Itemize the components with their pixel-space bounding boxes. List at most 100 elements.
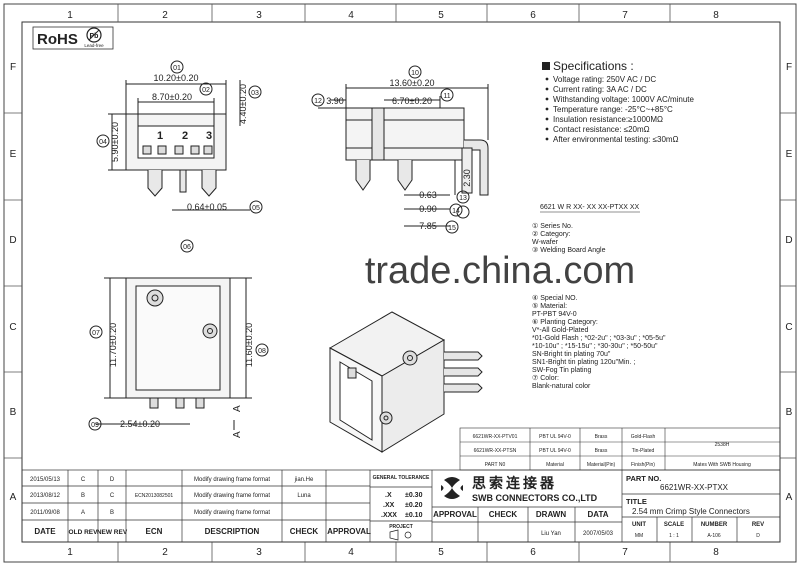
dim-side-h2: 11.60±0.20 <box>244 323 254 367</box>
row-label: F <box>786 62 792 73</box>
material-cell: Tin-Plated <box>632 448 655 454</box>
dim-inner: 6.70±0.20 <box>392 96 432 106</box>
part-code-line: PT-PBT 94V-0 <box>532 311 577 318</box>
part-code-line: SN-Bright tin plating 70u" <box>532 351 611 358</box>
pin-number: 3 <box>206 130 212 142</box>
tolerance-key: .X <box>385 492 392 499</box>
material-header: PART N0 <box>485 462 506 468</box>
tolerance-key: .XX <box>383 502 395 509</box>
approval-block: APPROVAL CHECK DRAWN DATA Liu Yan 2007/0… <box>433 510 614 537</box>
unit-label: UNIT <box>632 522 646 528</box>
revision-table: 2015/05/13 C D Modify drawing frame form… <box>30 477 371 536</box>
spec-item: Withstanding voltage: 1000V AC/minute <box>553 95 695 104</box>
revision-cell: Luna <box>297 493 311 499</box>
dim-pin-width: 0.64±0.05 <box>187 202 227 212</box>
dim-overall-width: 10.20±0.20 <box>154 73 199 83</box>
outer-frame <box>3 3 797 563</box>
tolerance-val: ±0.30 <box>405 492 423 499</box>
company-logo-icon <box>441 477 463 499</box>
revision-cell: 2013/08/12 <box>30 493 61 499</box>
revision-cell: ECN2013082501 <box>135 493 174 499</box>
material-cell: Gold-Flash <box>631 434 656 440</box>
rev-label: REV <box>752 522 764 528</box>
balloon-label: 08 <box>258 348 266 355</box>
drawn-date: 2007/05/03 <box>583 531 614 537</box>
revision-cell: B <box>110 510 114 516</box>
spec-title: Specifications : <box>553 59 634 73</box>
balloon-label: 05 <box>252 205 260 212</box>
revision-cell: 2011/09/08 <box>30 510 60 516</box>
revision-cell: Modify drawing frame format <box>194 493 270 499</box>
front-view-labels: 01 02 03 04 05 10.20±0.20 8.70±0.20 4.40… <box>99 65 260 212</box>
material-cell: Brass <box>595 434 608 440</box>
front-view <box>96 60 263 214</box>
part-code-line: ⑤ Material: <box>532 302 567 310</box>
watermark: trade.china.com <box>365 250 635 292</box>
dim-left: 3.90 <box>326 96 344 106</box>
col-label: 6 <box>530 10 536 21</box>
dim-d3: 7.85 <box>419 221 437 231</box>
spec-item: After environmental testing: ≤30mΩ <box>553 135 679 144</box>
tolerance-val: ±0.20 <box>405 502 423 509</box>
part-code-line: ① Series No. <box>532 222 573 230</box>
part-code: 6621 W R XX- XX XX-PTXX XX <box>540 204 640 211</box>
part-code-line: ③ Welding Board Angle <box>532 246 606 254</box>
rev-value: D <box>756 533 760 539</box>
revision-cell: B <box>81 493 85 499</box>
part-code-line: SN1-Bright tin plating 120u"Min. ; <box>532 359 635 366</box>
col-label: 5 <box>438 10 444 21</box>
dim-pin-h: 2.30 <box>462 169 472 187</box>
title-label: TITLE <box>626 497 647 506</box>
dim-height: 4.40±0.20 <box>238 84 248 124</box>
approval-header: CHECK <box>489 510 518 519</box>
part-code-line: ② Category: <box>532 230 571 238</box>
balloon-label: 07 <box>92 330 100 337</box>
dim-overall: 13.60±0.20 <box>390 78 435 88</box>
company-block: 思索连接器 SWB CONNECTORS CO.,LTD <box>441 475 598 503</box>
part-code-line: SW-Fog Tin plating <box>532 367 592 374</box>
material-cell: 2538H <box>715 442 730 448</box>
revision-header: DESCRIPTION <box>205 527 260 536</box>
approval-header: DRAWN <box>536 510 566 519</box>
revision-cell: C <box>81 477 86 483</box>
balloon-label: 11 <box>443 93 450 100</box>
dim-side-h1: 11.70±0.20 <box>108 323 118 367</box>
balloon-label: 02 <box>202 87 210 94</box>
col-label: 5 <box>438 547 444 558</box>
part-code-line: *01-Gold Flash ; *02-2u" ; *03-3u" ; *05… <box>532 335 666 342</box>
isometric-view <box>328 311 483 453</box>
col-label: 2 <box>162 10 168 21</box>
part-code-line: ④ Special NO. <box>532 294 578 302</box>
title-value: 2.54 mm Crimp Style Connectors <box>632 507 750 516</box>
part-code-line: *10-10u" ; *15-15u" ; *30-30u" ; *50-50u… <box>532 343 658 350</box>
row-label: A <box>10 492 17 503</box>
spec-item: Insulation resistance:≥1000MΩ <box>553 115 663 124</box>
row-label: B <box>786 407 793 418</box>
revision-cell: C <box>110 493 115 499</box>
scale-label: SCALE <box>664 522 684 528</box>
balloon-label: 06 <box>183 244 191 251</box>
balloon-label: 14 <box>452 208 460 215</box>
material-table-text: 6621WR-XX-PTV01 PBT UL 94V-0 Brass Gold-… <box>473 434 751 468</box>
number-value: A-106 <box>707 533 721 539</box>
balloon-label: 04 <box>99 139 107 146</box>
approval-header: DATA <box>587 510 608 519</box>
column-labels: 1 2 3 4 5 6 7 8 1 2 3 4 5 6 7 8 <box>67 4 719 562</box>
dim-inner-width: 8.70±0.20 <box>152 92 192 102</box>
row-label: B <box>10 407 17 418</box>
side-view <box>311 65 489 234</box>
balloon-label: 03 <box>251 90 259 97</box>
material-header: Material <box>546 462 564 468</box>
section-mark: A <box>232 405 243 412</box>
col-label: 1 <box>67 10 73 21</box>
col-label: 4 <box>348 10 354 21</box>
tolerance-val: ±0.10 <box>405 512 423 519</box>
spec-item: Contact resistance: ≤20mΩ <box>553 125 650 134</box>
projection-symbol-icon <box>404 531 412 539</box>
revision-cell: Modify drawing frame format <box>194 477 270 483</box>
part-code-line: Blank-natural color <box>532 383 591 390</box>
spec-item: Current rating: 3A AC / DC <box>553 85 647 94</box>
col-label: 3 <box>256 547 262 558</box>
tolerance-key: .XXX <box>381 512 397 519</box>
